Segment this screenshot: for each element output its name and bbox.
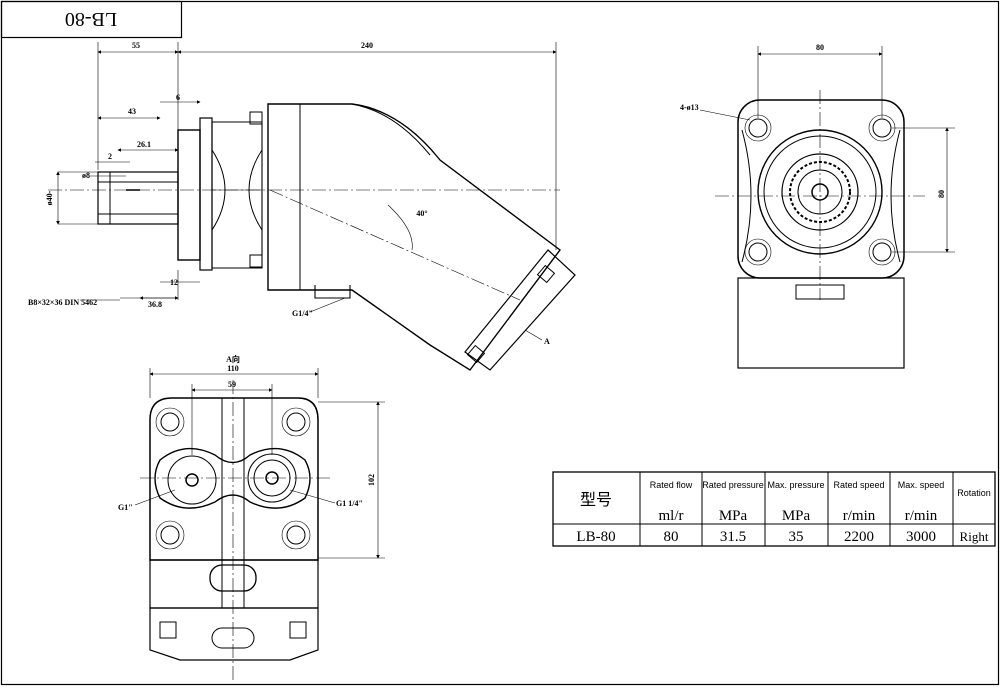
port-g14: G1/4" bbox=[292, 309, 313, 318]
dim-angle: 40° bbox=[416, 209, 427, 218]
table-header-rated-speed: Rated speed bbox=[833, 480, 884, 490]
table-model-value: LB-80 bbox=[576, 529, 615, 545]
table-header-max-speed: Max. speed bbox=[898, 480, 945, 490]
table-header-rated-flow: Rated flow bbox=[650, 480, 693, 490]
table-value-rotation: Right bbox=[960, 529, 989, 544]
dim-12: 12 bbox=[170, 278, 178, 287]
table-unit-flow: ml/r bbox=[659, 508, 684, 524]
table-header-rated-pressure: Rated pressure bbox=[702, 480, 764, 490]
dim-dia-8: ø8 bbox=[82, 171, 90, 180]
table-value-rated-speed: 2200 bbox=[844, 529, 874, 545]
dim-2: 2 bbox=[108, 152, 112, 161]
front-view-dimensions bbox=[699, 46, 955, 253]
view-a-label: A向 bbox=[226, 354, 240, 364]
holes-note: 4-ø13 bbox=[680, 103, 699, 112]
dim-110: 110 bbox=[227, 364, 239, 373]
table-value-max-speed: 3000 bbox=[906, 529, 936, 545]
table-unit-rated-speed: r/min bbox=[843, 508, 876, 524]
table-header-max-pressure: Max. pressure bbox=[767, 480, 824, 490]
table-unit-max-pressure: MPa bbox=[782, 508, 811, 524]
dim-dia-40: ø40- bbox=[45, 190, 54, 205]
table-unit-max-speed: r/min bbox=[905, 508, 938, 524]
side-view-dimensions bbox=[56, 42, 557, 341]
table-unit-rated-pressure: MPa bbox=[719, 508, 748, 524]
port-g1: G1" bbox=[118, 503, 133, 512]
spec-table bbox=[552, 471, 996, 547]
dim-55: 55 bbox=[132, 41, 140, 50]
dim-36-8: 36.8 bbox=[148, 300, 162, 309]
table-model-header: 型号 bbox=[580, 491, 612, 509]
dim-240: 240 bbox=[361, 41, 373, 50]
dim-102: 102 bbox=[367, 474, 376, 486]
title-block: LB-80 bbox=[0, 0, 183, 39]
dim-26-1: 26.1 bbox=[137, 140, 151, 149]
table-value-flow: 80 bbox=[664, 529, 679, 545]
dim-6: 6 bbox=[176, 93, 180, 102]
table-header-rotation: Rotation bbox=[957, 488, 991, 498]
title-text: LB-80 bbox=[65, 8, 117, 30]
dim-80-side: 80 bbox=[937, 190, 946, 198]
port-g114: G1 1/4" bbox=[336, 499, 363, 508]
table-value-rated-pressure: 31.5 bbox=[720, 529, 746, 545]
view-mark-a: A bbox=[544, 337, 550, 346]
table-value-max-pressure: 35 bbox=[789, 529, 804, 545]
dim-59: 59 bbox=[228, 380, 236, 389]
dim-80-top: 80 bbox=[816, 43, 824, 52]
spline-note: B8×32×36 DIN 5462 bbox=[28, 298, 97, 307]
view-a bbox=[140, 380, 330, 680]
front-view bbox=[715, 90, 925, 369]
dim-43: 43 bbox=[128, 107, 136, 116]
view-a-dimensions bbox=[134, 368, 385, 559]
side-view bbox=[48, 103, 576, 371]
